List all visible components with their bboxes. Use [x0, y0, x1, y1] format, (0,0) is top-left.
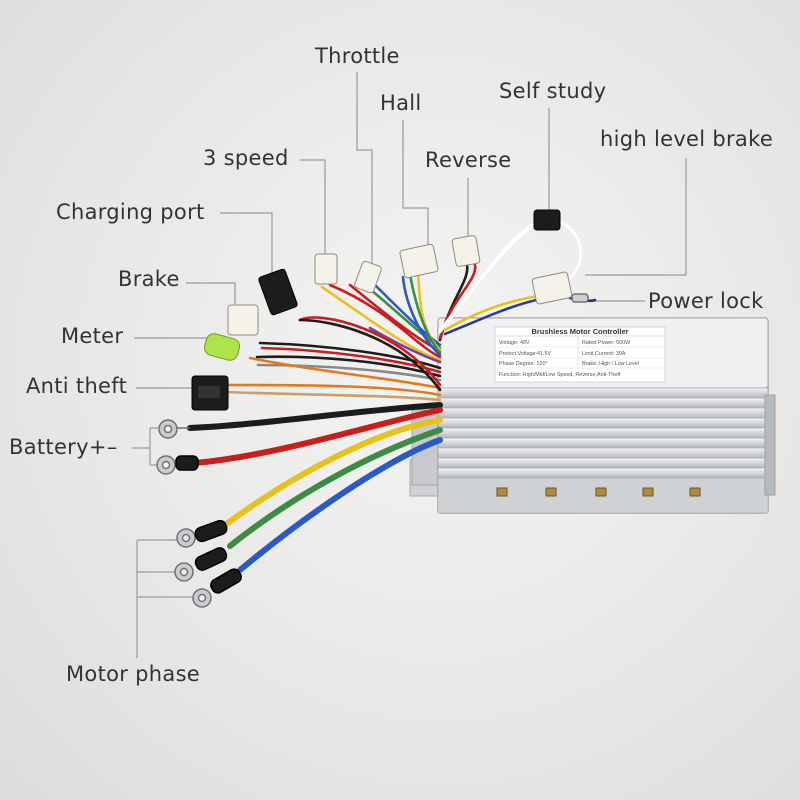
label-reverse: Reverse: [425, 148, 512, 172]
label-spec: Brake: High / Low Level: [582, 361, 639, 367]
label-function: Function: High/Mid/Low Speed, Reverse,An…: [499, 372, 621, 378]
product-label: Brushless Motor Controller Voltage: 48V …: [494, 326, 666, 383]
label-spec: Voltage: 48V: [499, 340, 530, 346]
label-battery: Battery+–: [9, 435, 118, 459]
connectors: [191, 209, 573, 411]
label-spec: Phase Degree: 120°: [499, 361, 548, 367]
label-hall: Hall: [380, 91, 422, 115]
label-motor-phase: Motor phase: [66, 662, 201, 686]
label-anti-theft: Anti theft: [26, 374, 128, 398]
label-high-level-brake: high level brake: [600, 127, 774, 151]
label-self-study: Self study: [499, 79, 607, 103]
ring-terminals: [156, 293, 589, 608]
label-title: Brushless Motor Controller: [531, 327, 628, 336]
label-charging-port: Charging port: [56, 200, 205, 224]
label-spec: Protect Voltage:41.5V: [499, 351, 552, 357]
leader-lines: [132, 72, 687, 658]
label-brake: Brake: [118, 267, 180, 291]
label-spec: Limit Current: 30A: [582, 351, 626, 357]
label-power-lock: Power lock: [648, 289, 764, 313]
label-meter: Meter: [61, 324, 124, 348]
label-3-speed: 3 speed: [203, 146, 289, 170]
power-wires: [187, 402, 443, 573]
label-throttle: Throttle: [315, 44, 400, 68]
label-spec: Rated Power: 500W: [582, 340, 631, 346]
